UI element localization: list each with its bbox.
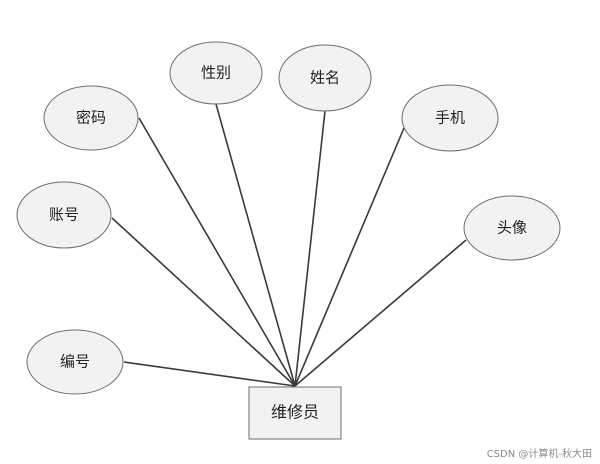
attr-password-ellipse: [43, 85, 139, 151]
edges: [111, 103, 467, 387]
attr-avatar: 头像: [463, 195, 561, 261]
attr-id-label: 编号: [60, 353, 90, 371]
attr-name-ellipse: [278, 44, 372, 112]
entity: 维修员: [248, 386, 342, 440]
entity-label: 维修员: [271, 403, 319, 422]
attr-password-label: 密码: [76, 109, 106, 127]
entity-box: [248, 386, 342, 440]
watermark: CSDN @计算机-秋大田: [486, 449, 592, 460]
attr-name-label: 姓名: [310, 69, 340, 87]
attr-name: 姓名: [278, 44, 372, 112]
attr-phone: 手机: [401, 84, 499, 152]
attr-id-ellipse: [26, 329, 124, 395]
attr-phone-label: 手机: [435, 109, 465, 127]
attr-gender-ellipse: [169, 41, 263, 105]
attr-gender-edge: [215, 103, 296, 387]
attr-id: 编号: [26, 329, 124, 395]
attr-name-edge: [294, 110, 326, 387]
attr-avatar-label: 头像: [497, 219, 527, 237]
attr-password-edge: [138, 117, 296, 387]
attr-account-edge: [111, 217, 296, 387]
attr-phone-edge: [294, 127, 405, 387]
attr-account-ellipse: [16, 181, 112, 249]
attr-avatar-edge: [294, 239, 467, 387]
attr-gender: 性别: [169, 41, 263, 105]
attr-account: 账号: [16, 181, 112, 249]
attr-id-edge: [123, 361, 296, 387]
attr-gender-label: 性别: [201, 64, 231, 82]
attr-account-label: 账号: [49, 206, 79, 224]
attr-password: 密码: [43, 85, 139, 151]
attr-avatar-ellipse: [463, 195, 561, 261]
attr-phone-ellipse: [401, 84, 499, 152]
